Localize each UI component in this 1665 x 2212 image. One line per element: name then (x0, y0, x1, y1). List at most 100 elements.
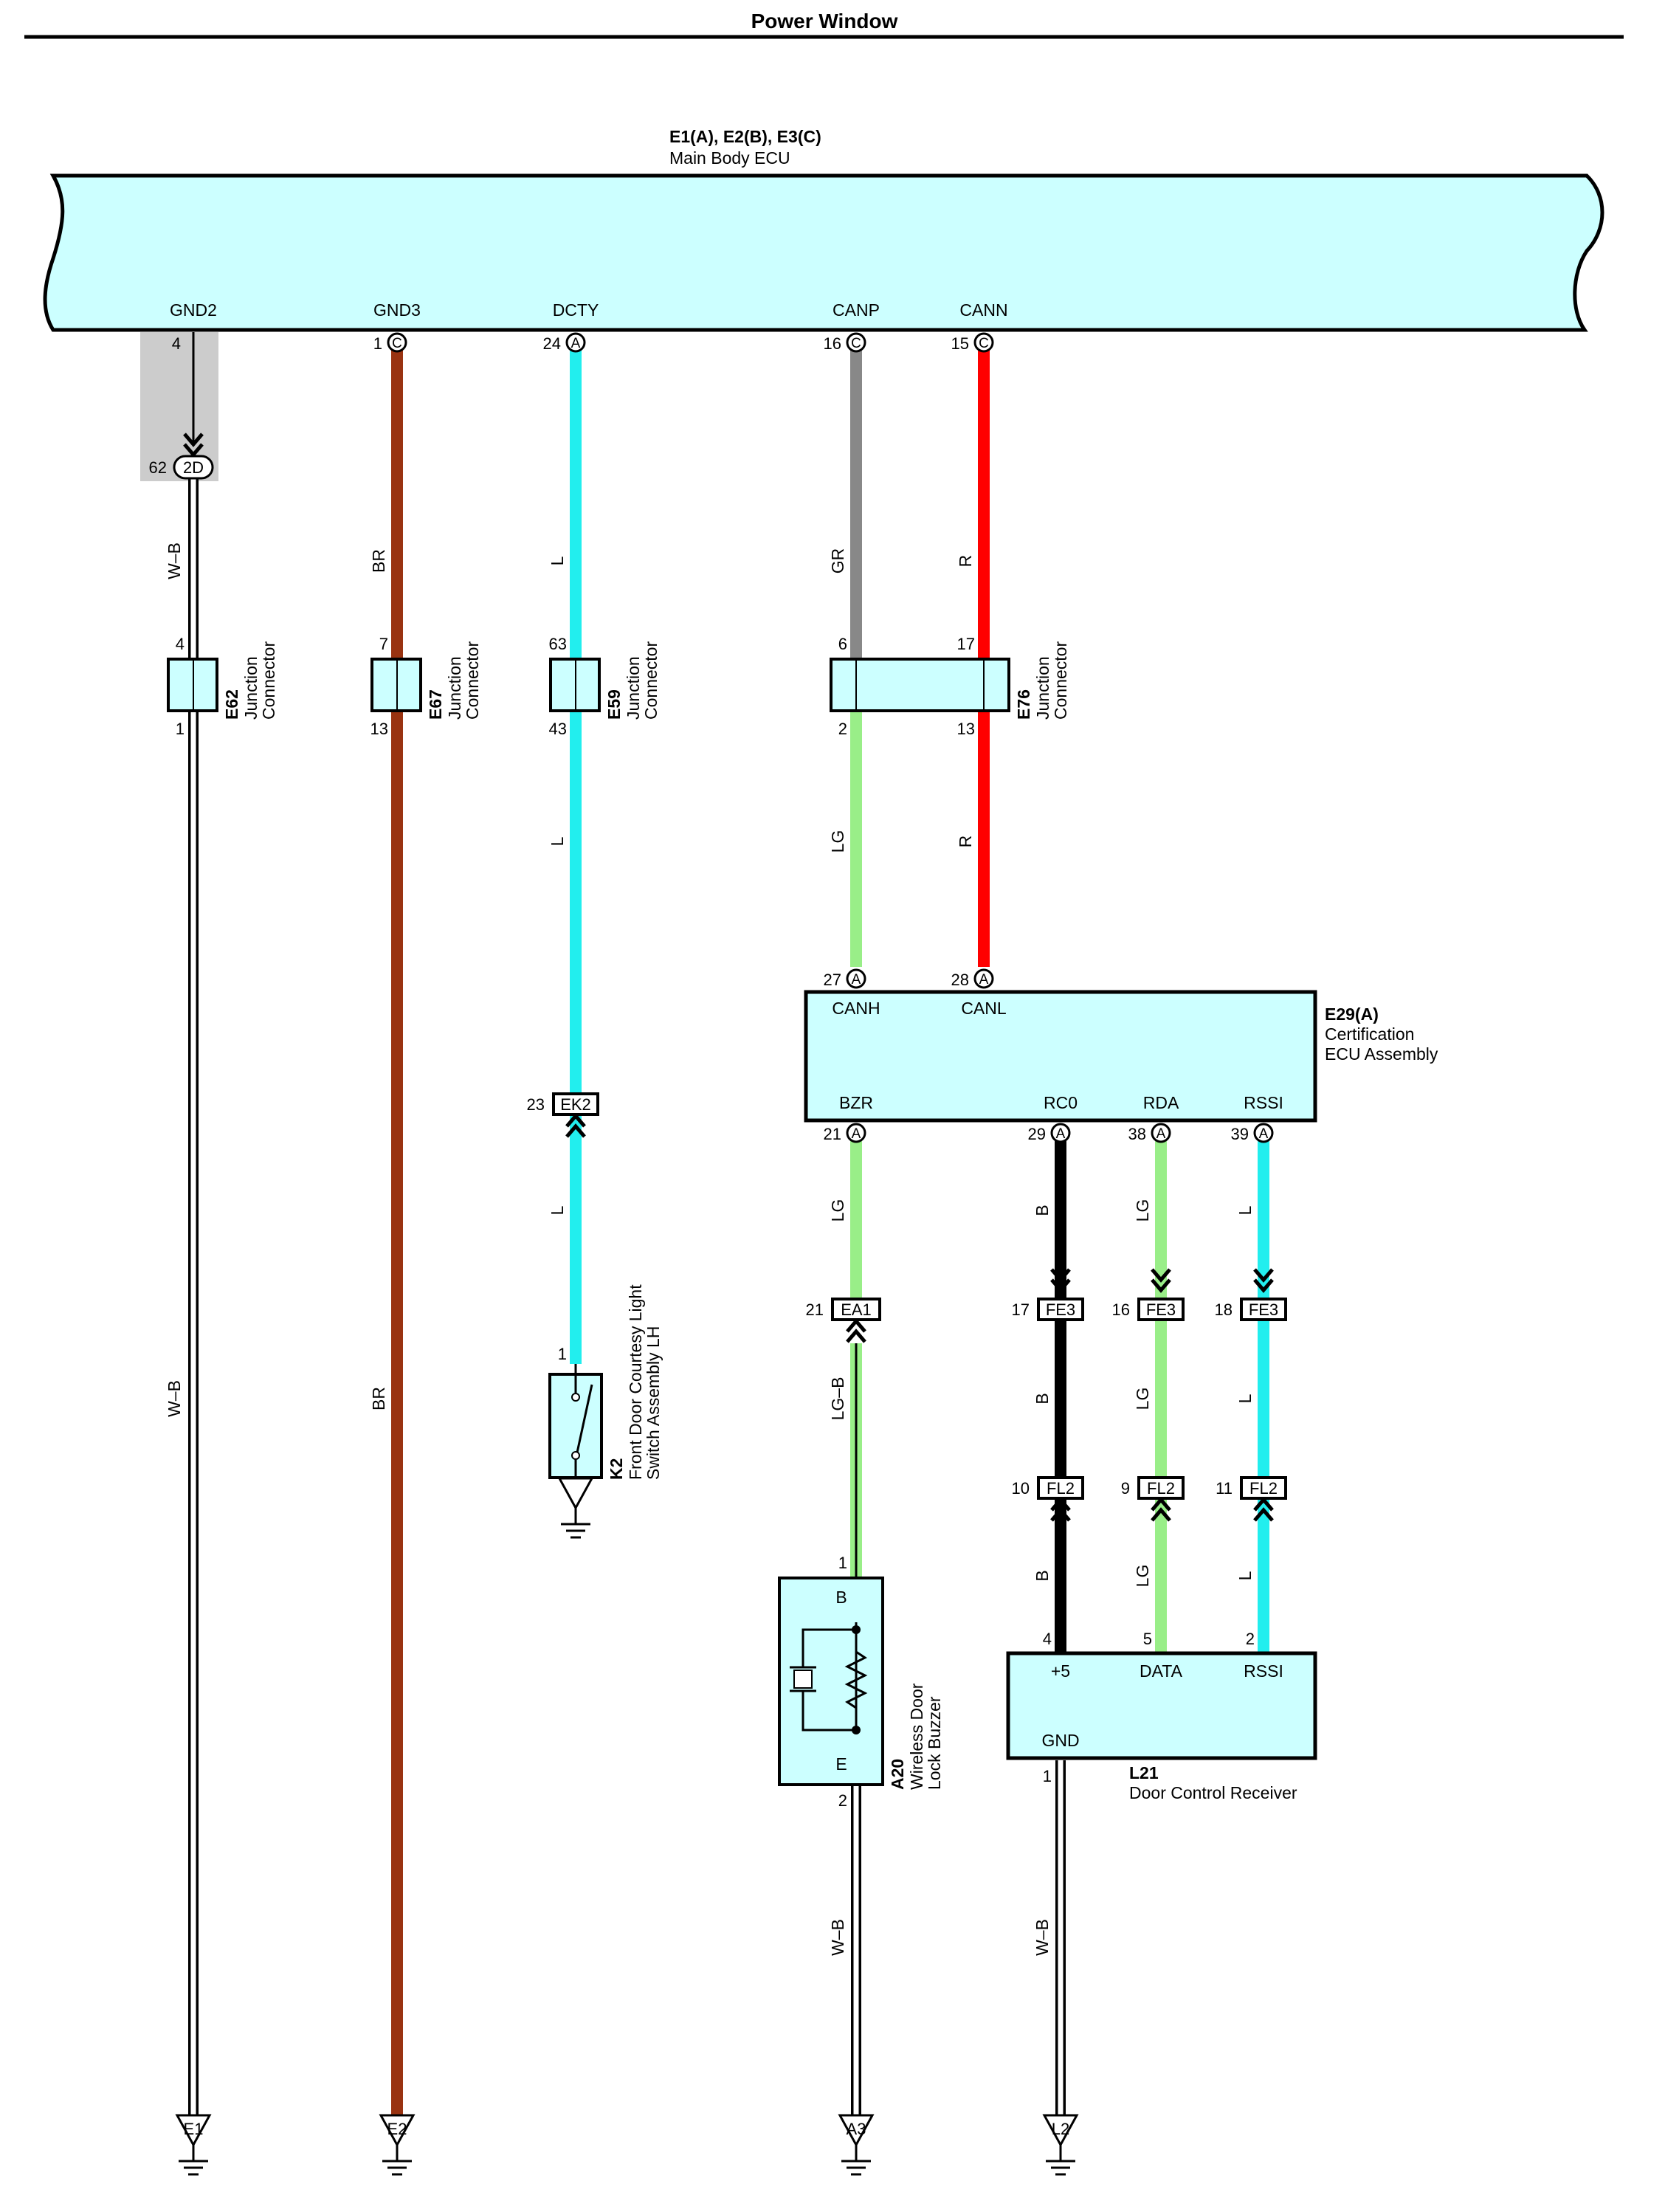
wire-label: R (956, 835, 975, 848)
connector-name: Connector (641, 641, 661, 720)
main-ecu-ref: E1(A), E2(B), E3(C) (669, 127, 821, 146)
wire-label: L (548, 836, 567, 846)
pin-a: A (973, 968, 994, 989)
inline-connector-label: EK2 (560, 1095, 591, 1114)
pin-number: 15 (951, 334, 969, 353)
pin-number: 1 (176, 720, 185, 738)
main-ecu-terminal: GND3 (373, 300, 421, 320)
inline-connector-fl2 (1137, 1476, 1185, 1500)
connector-name: Connector (1051, 641, 1070, 720)
cert-ecu-terminal: BZR (839, 1093, 873, 1112)
main-ecu-terminal: CANN (959, 300, 1007, 320)
pin-number: 43 (549, 720, 567, 738)
connector-ref: E76 (1014, 689, 1033, 720)
wire-label: L (548, 1205, 567, 1215)
pin-number: 13 (957, 720, 975, 738)
pin-a: A (846, 968, 866, 989)
main-ecu-box (43, 173, 1604, 332)
inline-connector-fe3 (1240, 1298, 1287, 1321)
pin-number: 62 (149, 458, 167, 477)
pin-number: 21 (806, 1300, 824, 1319)
connector-ref: E62 (222, 689, 241, 720)
wire-label: LG–B (828, 1377, 847, 1421)
pin-number: 10 (1012, 1479, 1030, 1498)
wire-label: LG (828, 1199, 847, 1222)
pin-number: 16 (1112, 1300, 1130, 1319)
connector-name: Junction (241, 656, 261, 720)
pin-a: A (846, 1123, 866, 1143)
wire-label: L (1235, 1393, 1255, 1403)
connector-name: Connector (259, 641, 278, 720)
pin-number: 9 (1121, 1479, 1130, 1498)
cert-ecu-terminal: CANL (961, 999, 1007, 1018)
wire-label: LG (1133, 1388, 1152, 1410)
main-ecu-terminal: GND2 (170, 300, 217, 320)
inline-connector-label: FE3 (1249, 1300, 1278, 1319)
pin-number: 2 (1246, 1630, 1255, 1648)
pin-number: 16 (824, 334, 841, 353)
junction-2d-connector (173, 455, 214, 480)
inline-connector-label: FE3 (1046, 1300, 1075, 1319)
wire-label: LG (828, 830, 847, 853)
junction-connector-e67 (370, 658, 422, 712)
pin-number: 7 (379, 635, 388, 653)
inline-connector-label: FE3 (1146, 1300, 1176, 1319)
ground-e2: E2 (379, 2114, 415, 2176)
inline-connector-label: FL2 (1249, 1479, 1278, 1498)
inline-connector-ea1 (831, 1298, 881, 1321)
ground-l2: L2 (1043, 2114, 1078, 2176)
ground-label: A3 (847, 2120, 866, 2138)
connector-ref: E59 (604, 689, 624, 720)
cert-ecu-terminal: RSSI (1244, 1093, 1283, 1112)
main-ecu-terminal: DCTY (553, 300, 599, 320)
cert-ecu-name: Certification (1325, 1024, 1414, 1044)
buzzer-a20 (778, 1577, 884, 1786)
pin-number: 13 (370, 720, 388, 738)
connector-ref: E67 (426, 689, 445, 720)
pin-conn-letter: A (852, 1126, 861, 1142)
wire-label: BR (369, 1387, 388, 1410)
buzzer-terminal: E (835, 1754, 847, 1774)
wire-label: W–B (165, 542, 184, 579)
pin-number: 4 (172, 334, 181, 353)
receiver-name: Door Control Receiver (1129, 1783, 1297, 1802)
junction-connector-e76 (830, 658, 1010, 712)
pin-conn-letter: C (979, 336, 989, 351)
pin-number: 1 (1043, 1767, 1052, 1785)
main-ecu-terminal: CANP (832, 300, 880, 320)
cert-ecu-terminal: RC0 (1044, 1093, 1078, 1112)
pin-number: 38 (1128, 1125, 1146, 1143)
pin-number: 1 (373, 334, 382, 353)
ground-e1: E1 (176, 2114, 211, 2176)
pin-number: 2 (838, 1791, 847, 1810)
buzzer-ref: A20 (888, 1759, 907, 1790)
pin-number: 27 (824, 971, 841, 989)
pin-a: A (1151, 1123, 1171, 1143)
pin-conn-letter: C (851, 336, 861, 351)
pin-a: A (1050, 1123, 1071, 1143)
pin-conn-letter: A (852, 972, 861, 988)
cert-ecu-name: ECU Assembly (1325, 1044, 1438, 1064)
ground-label: L2 (1052, 2120, 1069, 2138)
cert-ecu-ref: E29(A) (1325, 1005, 1379, 1024)
pin-conn-letter: A (1156, 1126, 1166, 1142)
wire-label: B (1033, 1570, 1052, 1581)
wire-label: GR (828, 548, 847, 574)
receiver-terminal: +5 (1051, 1661, 1070, 1681)
pin-number: 2 (838, 720, 847, 738)
wire-label: W–B (1033, 1919, 1052, 1956)
ground-label: E1 (184, 2120, 204, 2138)
inline-connector-label: FL2 (1047, 1479, 1075, 1498)
pin-number: 29 (1028, 1125, 1046, 1143)
wire-label: W–B (828, 1919, 847, 1956)
wire-label: L (548, 556, 567, 565)
pin-number: 39 (1231, 1125, 1249, 1143)
wire-label: BR (369, 549, 388, 573)
ground-icon (558, 1477, 593, 1539)
receiver-ref: L21 (1129, 1763, 1159, 1782)
pin-number: 4 (176, 635, 185, 653)
buzzer-name: Wireless Door (907, 1683, 926, 1790)
pin-number: 21 (824, 1125, 841, 1143)
courtesy-switch-name: Switch Assembly LH (644, 1326, 663, 1480)
arrow-up-icon (847, 1321, 865, 1342)
